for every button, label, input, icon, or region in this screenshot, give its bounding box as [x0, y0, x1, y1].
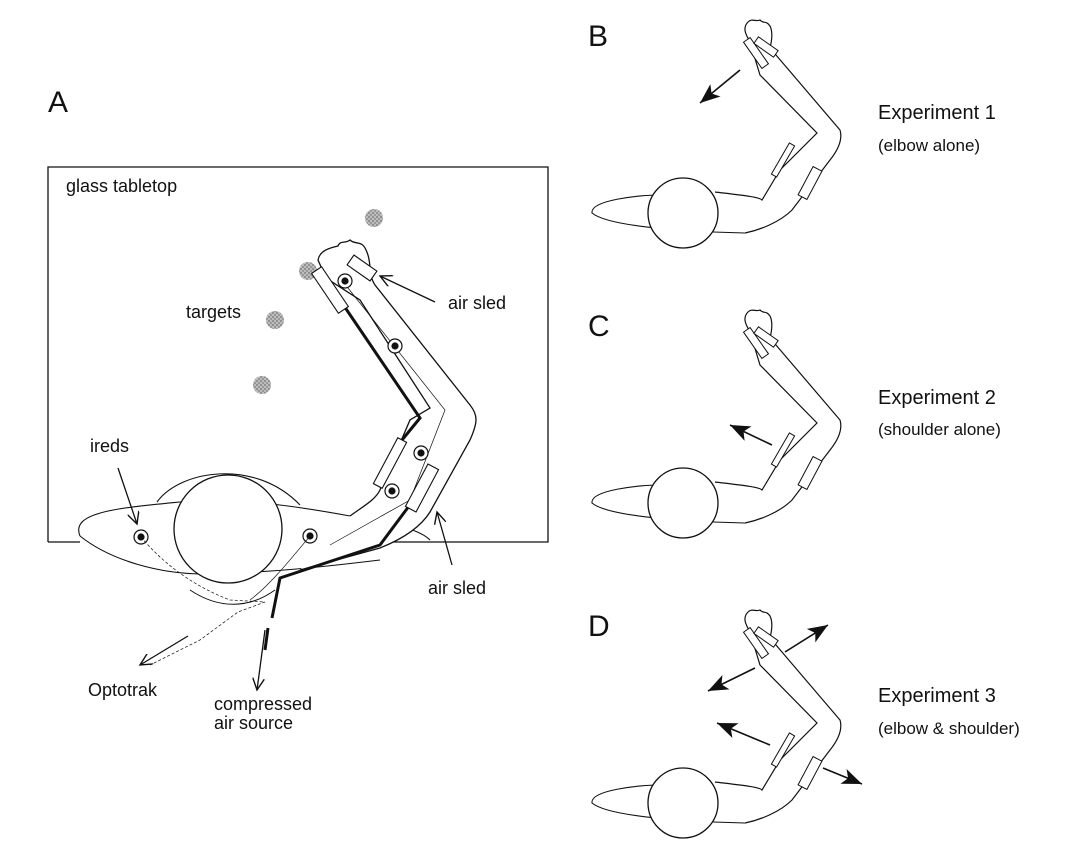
panel-d-letter: D — [588, 610, 610, 643]
targets-label: targets — [186, 302, 242, 322]
air-sled-bottom-arrow — [437, 512, 453, 566]
experiment-3-title: Experiment 3 — [878, 685, 996, 707]
target-dot — [253, 376, 271, 394]
air-sled-top-label: air sled — [448, 293, 507, 313]
compressed-air-label-line1: compressed — [214, 694, 313, 714]
panel-a — [47, 166, 549, 690]
ired-marker — [387, 338, 403, 354]
head-circle — [173, 474, 283, 584]
elbow-perturbation-arrow — [699, 69, 741, 104]
air-source-arrow — [257, 629, 266, 690]
ired-marker — [384, 483, 400, 499]
glass-tabletop-outline — [47, 166, 549, 543]
glass-tabletop-label: glass tabletop — [66, 176, 178, 196]
shoulder-perturbation-arrow — [729, 424, 773, 446]
compressed-air-label-line2: air source — [214, 713, 294, 733]
elbow-perturbation-arrow-out — [784, 624, 829, 653]
air-sled-upperarm — [372, 436, 408, 490]
elbow-perturbation-arrow-in — [707, 667, 756, 692]
air-sled-bottom-label: air sled — [428, 578, 487, 598]
panel-b-letter: B — [588, 20, 609, 53]
ireds-arrow — [117, 467, 137, 524]
air-sled-top-arrow — [380, 276, 436, 303]
shoulder-perturbation-arrow — [716, 722, 771, 746]
air-sled-upperarm-outer — [404, 463, 440, 513]
experiment-2-subtitle: (shoulder alone) — [878, 420, 1001, 439]
target-dot — [365, 209, 383, 227]
arm-outline — [299, 239, 477, 571]
ireds-label: ireds — [90, 436, 130, 456]
panel-c-letter: C — [588, 310, 610, 343]
optotrak-arrow — [140, 635, 189, 665]
experiment-1-subtitle: (elbow alone) — [878, 136, 981, 155]
optotrak-label: Optotrak — [88, 680, 158, 700]
panel-a-letter: A — [48, 86, 69, 119]
air-hose — [270, 299, 422, 619]
ired-marker — [337, 273, 353, 289]
shoulder-perturbation-arrow-out — [822, 767, 863, 785]
panel-c-arm — [591, 309, 842, 539]
air-sled-forearm — [310, 265, 350, 315]
target-dot — [266, 311, 284, 329]
air-sled-wrist — [346, 254, 378, 282]
ired-marker — [413, 445, 429, 461]
experiment-1-title: Experiment 1 — [878, 102, 996, 124]
experiment-2-title: Experiment 2 — [878, 387, 996, 409]
panel-d-arm — [591, 609, 842, 839]
experiment-3-subtitle: (elbow & shoulder) — [878, 719, 1020, 738]
